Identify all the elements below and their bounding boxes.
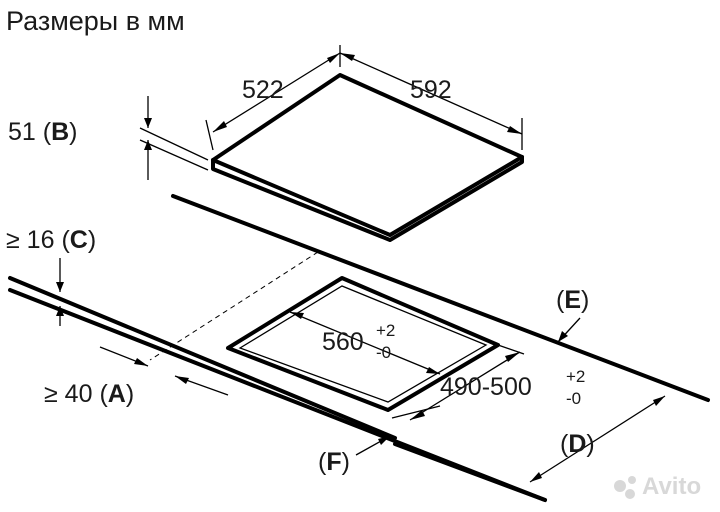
callout-d: (D) [529, 395, 666, 483]
dim-hob-height: 51 (B) [8, 96, 209, 180]
dim-worktop-thickness: ≥ 16 (C) [6, 226, 96, 326]
label-e: E [564, 286, 581, 314]
worktop [8, 194, 710, 502]
diagram-title: Размеры в мм [6, 6, 185, 36]
svg-text:+2: +2 [376, 321, 395, 340]
svg-text:(F): (F) [318, 448, 350, 476]
worktop-back-edge [171, 194, 710, 402]
svg-text:-0: -0 [376, 343, 391, 362]
svg-text:(E): (E) [556, 286, 589, 314]
hob-thickness-edge [211, 155, 524, 242]
watermark-text: Avito [642, 473, 701, 500]
hob [211, 73, 524, 242]
callout-e: (E) [556, 286, 589, 343]
svg-text:+2: +2 [566, 367, 585, 386]
label-b: B [51, 118, 69, 146]
svg-text:(D): (D) [560, 430, 595, 458]
cutout-width-label: 560 [322, 328, 364, 356]
worktop-front-top-edge [8, 276, 397, 440]
worktop-thickness-label: ≥ 16 (C) [6, 226, 96, 254]
hob-height-label: 51 (B) [8, 118, 77, 146]
cutout-depth-label: 490-500 [440, 373, 532, 401]
svg-text:-0: -0 [566, 389, 581, 408]
dim-hob-depth: 522 [205, 45, 341, 151]
dim-front-distance: ≥ 40 (A) [44, 346, 229, 408]
label-c: C [70, 226, 88, 254]
label-a: A [108, 380, 126, 408]
dim-hob-width: 592 [339, 52, 523, 150]
label-d: D [568, 430, 586, 458]
watermark: Avito [614, 473, 701, 500]
front-distance-label: ≥ 40 (A) [44, 380, 134, 408]
label-f: F [326, 448, 341, 476]
dim-cutout-width: 560 +2 -0 [289, 311, 441, 375]
hob-width-label: 592 [410, 76, 452, 104]
callout-f: (F) [318, 435, 391, 476]
dim-cutout-depth: 490-500 +2 -0 [391, 344, 585, 421]
hob-depth-label: 522 [242, 76, 284, 104]
